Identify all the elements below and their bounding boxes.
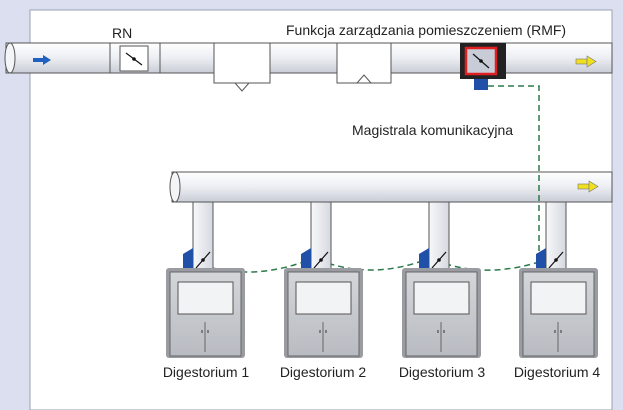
exhaust-arrow-top-icon — [575, 55, 597, 68]
supply-box-icon — [213, 42, 271, 92]
exhaust-duct — [169, 171, 613, 203]
hood-label-1: Digestorium 1 — [162, 364, 250, 380]
top-duct — [4, 42, 613, 74]
communication-bus-line — [201, 85, 540, 273]
fume-hood-3 — [402, 201, 481, 358]
fume-hood-2 — [284, 201, 363, 358]
hood-label-4: Digestorium 4 — [513, 364, 601, 380]
bus-label: Magistrala komunikacyjna — [352, 122, 514, 138]
hood-label-3: Digestorium 3 — [398, 364, 486, 380]
fume-hood-1 — [166, 201, 245, 358]
exhaust-arrow-bottom-icon — [577, 180, 599, 193]
exhaust-box-icon — [336, 42, 392, 84]
rmf-label: Funkcja zarządzania pomieszczeniem (RMF) — [286, 22, 567, 38]
fume-hood-4 — [519, 201, 598, 358]
rn-damper-icon — [119, 45, 149, 72]
hood-label-2: Digestorium 2 — [279, 364, 367, 380]
rmf-controller-icon — [460, 43, 506, 90]
supply-arrow-icon — [33, 55, 51, 65]
rn-label: RN — [112, 25, 133, 41]
